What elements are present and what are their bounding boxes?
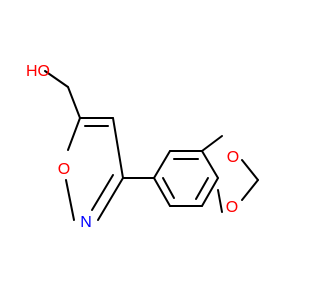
atom-dioxole-oxygen-top-label: O (227, 149, 239, 166)
bond-b3-b4 (201, 150, 219, 179)
bond-c5-o1 (67, 117, 81, 151)
bond-ch2-obottom (241, 179, 259, 201)
bond-ch2-c5 (67, 86, 81, 119)
bond-o1-n2 (65, 179, 75, 221)
bond-otop-ch2 (241, 159, 259, 181)
molecule-structure: HO O N O O (26, 63, 259, 231)
bond-b1-b2 (153, 150, 171, 179)
bond-b3-otop (201, 135, 223, 152)
bond-b4-b5-double (195, 177, 209, 200)
bond-b4-b5 (201, 177, 219, 207)
bond-c3-c4 (112, 117, 124, 179)
bond-oh-ch2 (44, 70, 69, 88)
bond-n2-c3 (97, 177, 124, 221)
bond-n2-c3-double (91, 174, 114, 211)
atom-ring-nitrogen-label: N (80, 214, 92, 231)
atom-ring-oxygen-label: O (58, 161, 70, 178)
bond-b6-b1 (153, 177, 171, 207)
atom-dioxole-oxygen-bottom-label: O (226, 199, 238, 216)
atom-hydroxyl-label: HO (26, 63, 50, 80)
bond-b6-b1-double (162, 177, 175, 199)
bond-obottom-b4 (217, 189, 223, 213)
